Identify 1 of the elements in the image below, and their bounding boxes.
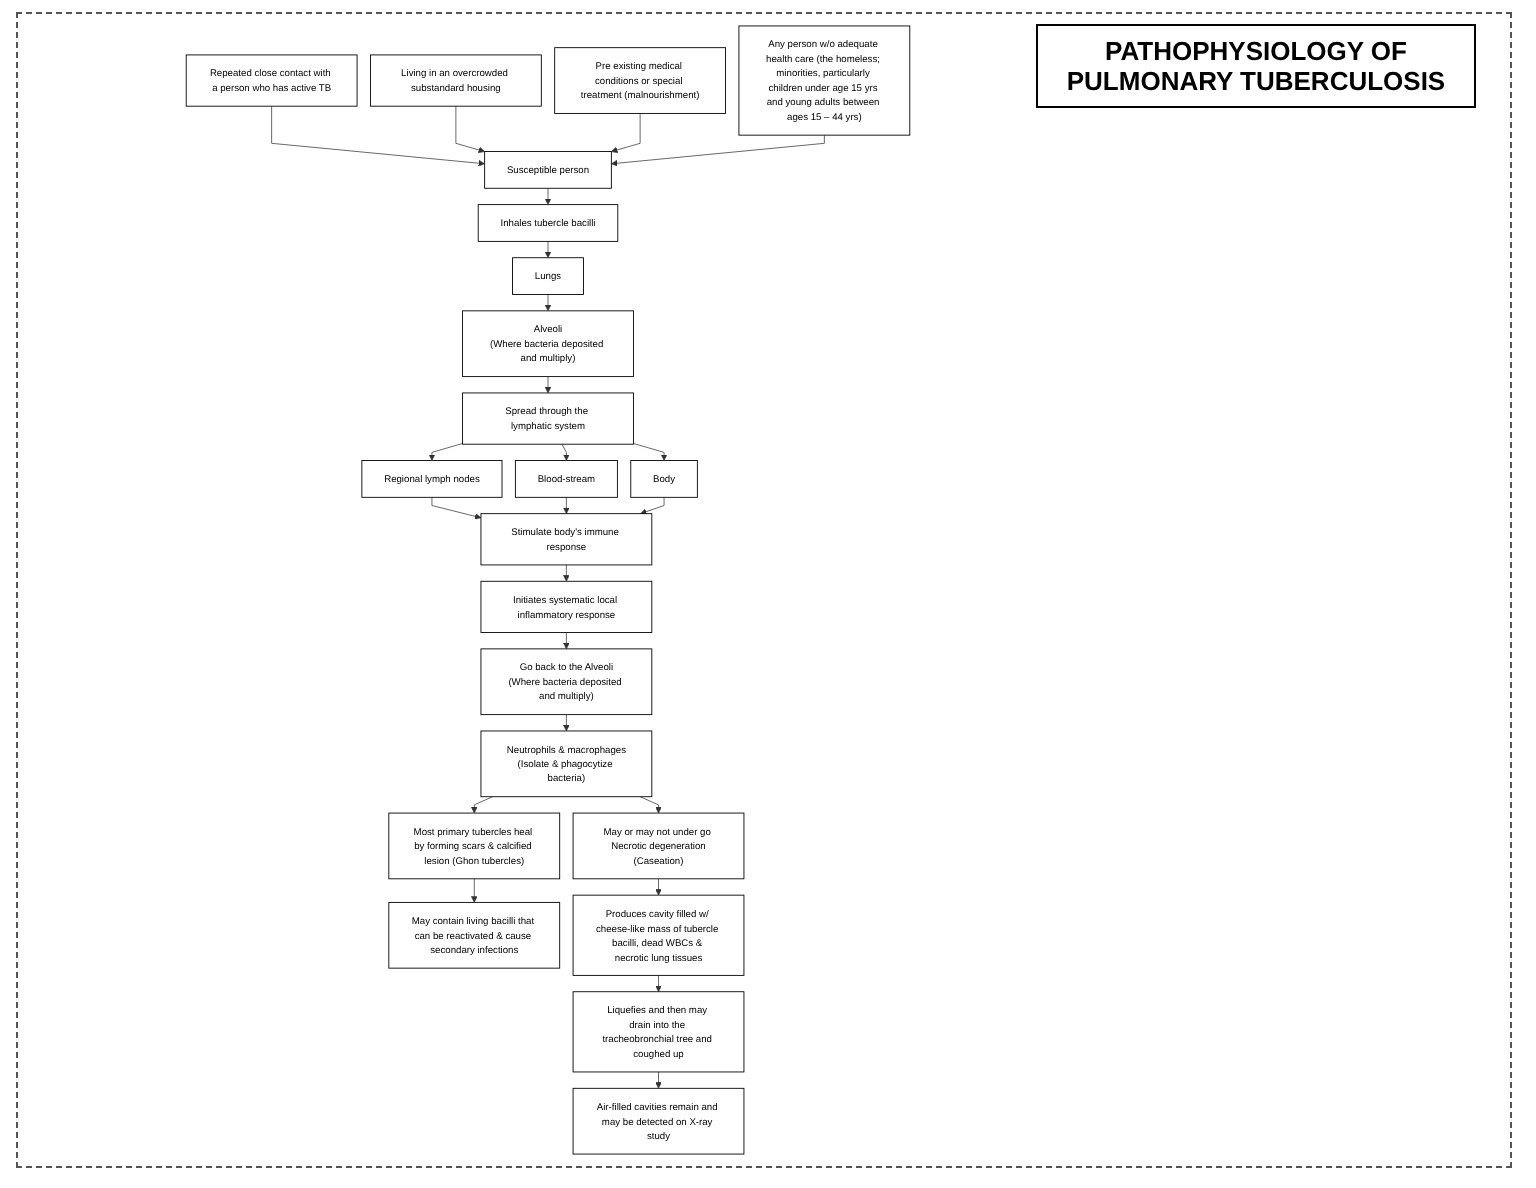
- title: PATHOPHYSIOLOGY OF PULMONARY TUBERCULOSIS: [1036, 24, 1476, 108]
